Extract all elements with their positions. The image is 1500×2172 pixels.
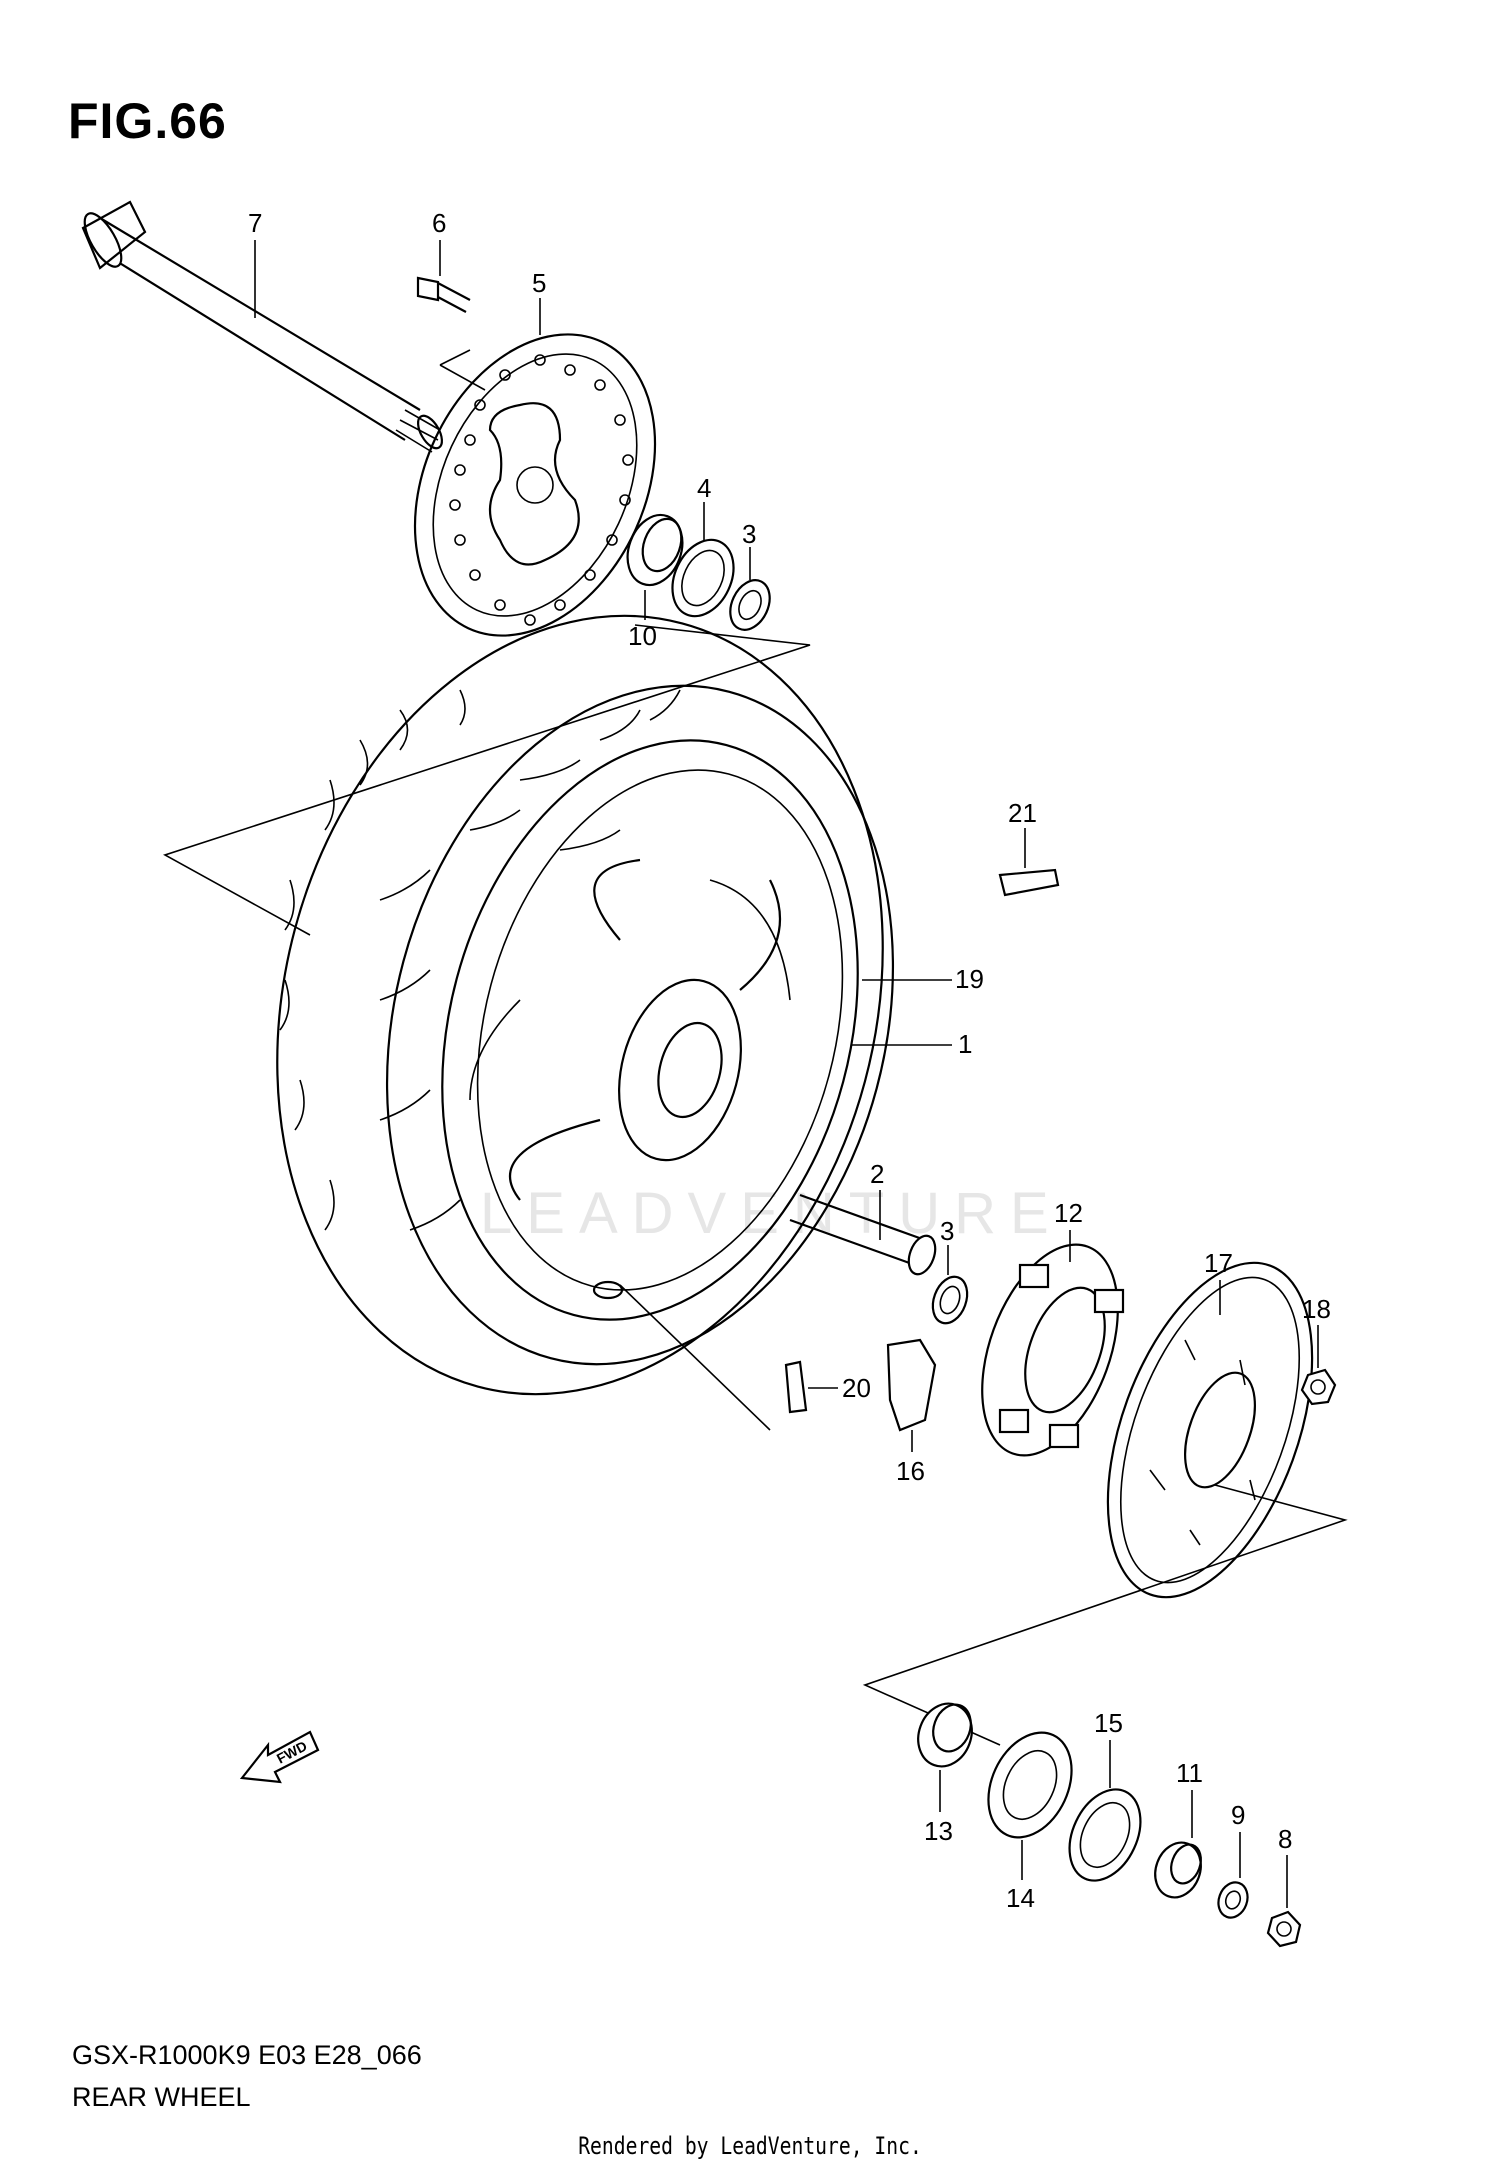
callout-8: 8	[1278, 1824, 1292, 1854]
part-hub-bearing[interactable]	[972, 1719, 1087, 1880]
part-collar[interactable]	[1148, 1790, 1208, 1904]
part-wheel-damper[interactable]	[886, 1338, 937, 1452]
part-disc-bolt[interactable]	[416, 240, 471, 313]
figure-title: FIG.66	[68, 93, 227, 149]
callout-18: 18	[1302, 1294, 1331, 1324]
part-sprocket-nut[interactable]	[1300, 1325, 1337, 1406]
callout-6: 6	[432, 208, 446, 238]
render-credit: Rendered by LeadVenture, Inc.	[578, 2132, 922, 2160]
callout-1: 1	[958, 1029, 972, 1059]
callout-9: 9	[1231, 1800, 1245, 1830]
callout-11: 11	[1176, 1758, 1203, 1788]
fwd-arrow-icon: FWD	[239, 1730, 320, 1784]
part-spacer-right[interactable]	[910, 1696, 981, 1812]
callout-2: 2	[870, 1159, 884, 1189]
callout-21: 21	[1008, 798, 1037, 828]
callout-3-lower: 3	[940, 1216, 954, 1246]
part-bearing-right[interactable]	[927, 1245, 973, 1328]
part-spacer-tube[interactable]	[789, 1190, 940, 1278]
callout-5: 5	[532, 268, 546, 298]
callout-4: 4	[697, 473, 711, 503]
callout-13: 13	[924, 1816, 953, 1846]
part-brake-disc[interactable]	[369, 295, 702, 674]
callout-15: 15	[1094, 1708, 1123, 1738]
part-hub-oil-seal[interactable]	[1056, 1740, 1155, 1892]
part-tire[interactable]	[193, 547, 967, 1463]
section-name: REAR WHEEL	[72, 2082, 251, 2112]
part-washer[interactable]	[1214, 1832, 1253, 1922]
callout-10: 10	[628, 621, 657, 651]
callout-19: 19	[955, 964, 984, 994]
callout-20: 20	[842, 1373, 871, 1403]
part-bearing-left[interactable]	[723, 547, 778, 636]
part-sprocket-carrier[interactable]	[956, 1226, 1144, 1474]
callout-14: 14	[1006, 1883, 1035, 1913]
callout-12: 12	[1054, 1198, 1083, 1228]
callout-17: 17	[1204, 1248, 1233, 1278]
callout-3-upper: 3	[742, 519, 756, 549]
part-wheel-rim[interactable]	[380, 693, 952, 1366]
part-axle-nut[interactable]	[1266, 1855, 1302, 1948]
part-tire-valve[interactable]	[784, 1360, 838, 1414]
callout-7: 7	[248, 208, 262, 238]
part-balancer-weight[interactable]	[998, 828, 1060, 897]
part-axle[interactable]	[78, 200, 447, 453]
part-rear-sprocket[interactable]	[1067, 1235, 1352, 1624]
callout-16: 16	[896, 1456, 925, 1486]
part-oil-seal[interactable]	[661, 502, 746, 626]
part-spacer-left[interactable]	[618, 507, 691, 620]
model-code: GSX-R1000K9 E03 E28_066	[72, 2040, 422, 2070]
